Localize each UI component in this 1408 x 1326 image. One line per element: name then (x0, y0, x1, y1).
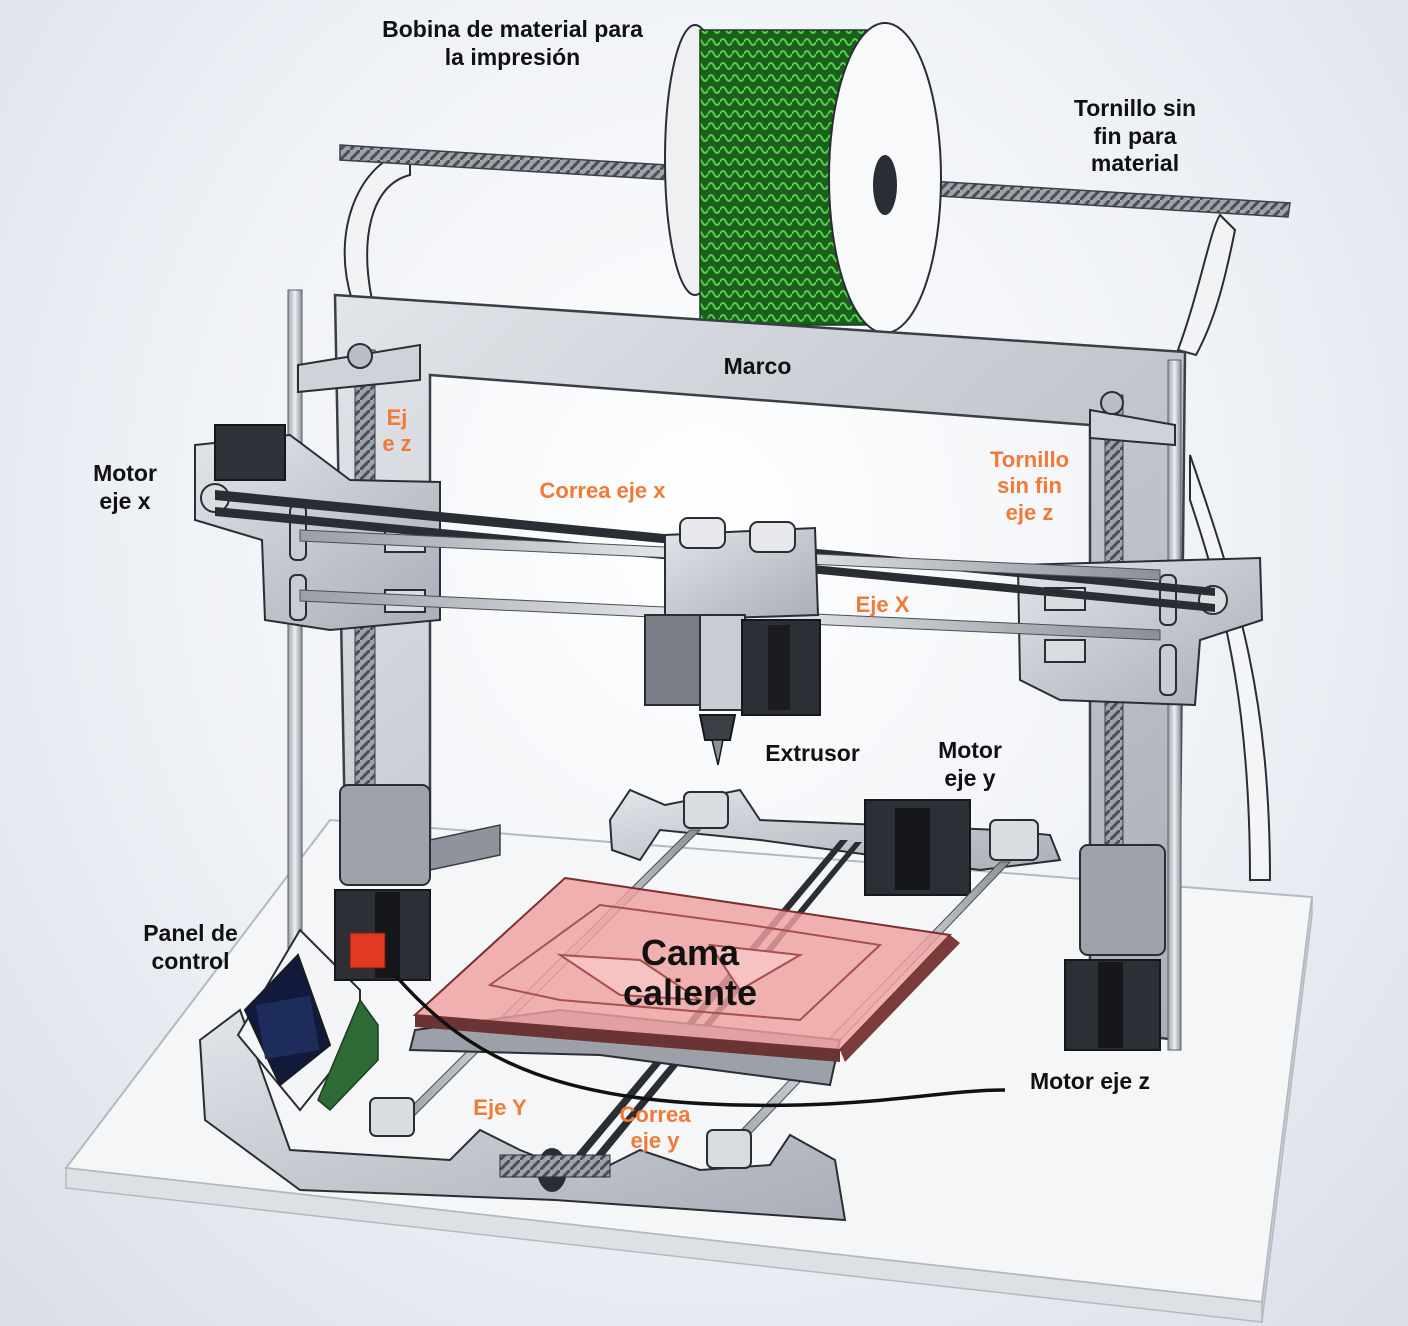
label-eje-x: Eje X (855, 592, 910, 617)
label-motor-eje-z: Motor eje z (1029, 1068, 1151, 1094)
label-panel-control: Panel de control (143, 920, 238, 974)
label-marco: Marco (723, 353, 792, 379)
label-motor-eje-x: Motor eje x (93, 460, 157, 514)
control-panel (236, 928, 379, 1112)
label-eje-y: Eje Y (473, 1095, 527, 1120)
label-cama-caliente: Cama caliente (622, 932, 758, 1014)
spool (664, 22, 942, 334)
z-motor-callout (349, 932, 1006, 1108)
y-rear-assembly (608, 788, 1062, 896)
z-motor-leader-line (393, 973, 1006, 1108)
x-carriage-extruder (644, 517, 821, 766)
z-motor-marker (349, 932, 386, 969)
label-tornillo-material: Tornillo sin fin para material (1073, 95, 1197, 177)
label-extrusor: Extrusor (765, 740, 860, 766)
label-correa-eje-x: Correa eje x (539, 478, 666, 503)
z-motors (334, 784, 1166, 1051)
label-eje-z: Ej e z (382, 405, 412, 457)
heated-bed (412, 876, 960, 1062)
y-front-bracket (198, 1008, 847, 1222)
label-correa-eje-y: Correa eje y (619, 1102, 691, 1154)
label-tornillo-eje-z: Tornillo sin fin eje z (989, 447, 1070, 525)
z-top-brackets (297, 343, 1176, 447)
label-motor-eje-y: Motor eje y (938, 737, 1002, 791)
label-bobina: Bobina de material para la impresión (382, 16, 643, 70)
